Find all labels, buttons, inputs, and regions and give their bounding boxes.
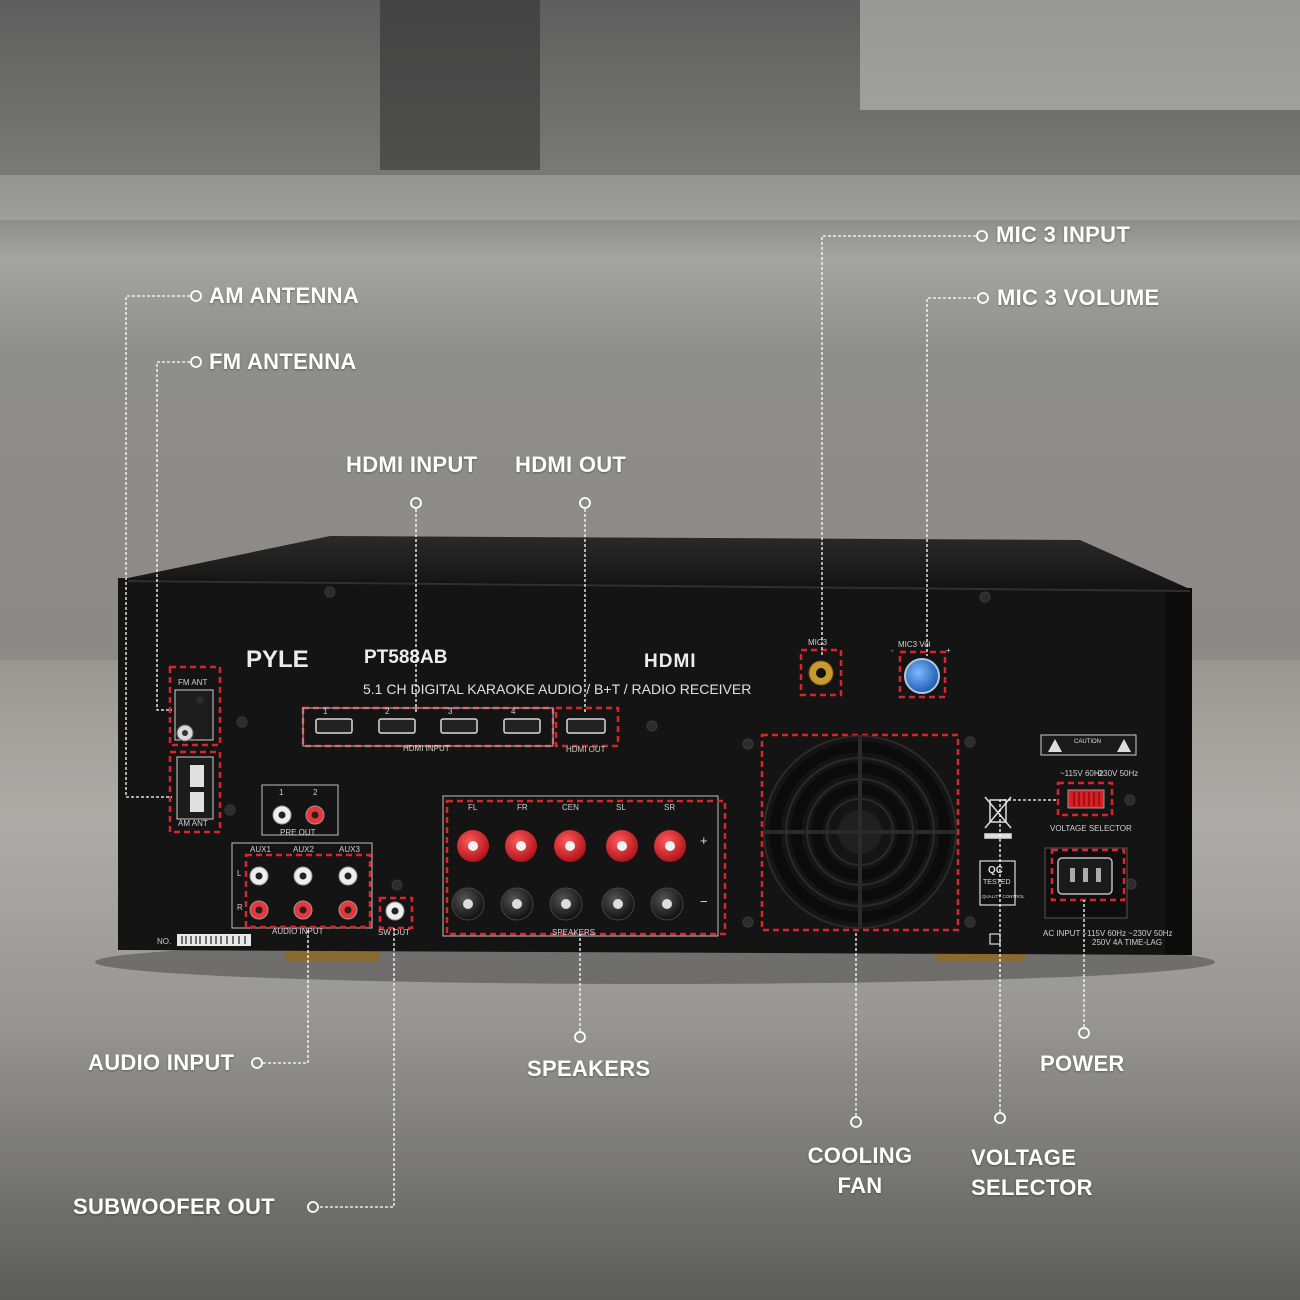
svg-text:QC: QC — [988, 865, 1003, 876]
svg-text:AUX3: AUX3 — [339, 845, 360, 854]
svg-text:+: + — [700, 833, 708, 848]
hdmi-out-port[interactable] — [566, 718, 606, 734]
serial-barcode — [177, 934, 251, 946]
hdmi-input-port-4[interactable] — [503, 718, 541, 734]
svg-text:CEN: CEN — [562, 803, 579, 812]
callout-lines — [125, 235, 1085, 1208]
voltage-selector-label: VOLTAGE SELECTOR — [1050, 824, 1132, 833]
callout-audio-input: AUDIO INPUT — [88, 1050, 235, 1075]
svg-text:TESTED: TESTED — [983, 879, 1011, 886]
mic3-vol-label: MIC3 Vol — [898, 640, 931, 649]
callout-speakers: SPEAKERS — [527, 1056, 651, 1081]
svg-text:SL: SL — [616, 803, 626, 812]
hdmi-input-label: HDMI INPUT — [403, 744, 450, 753]
callout-cooling-fan-line1: COOLING — [807, 1143, 913, 1168]
svg-text:SR: SR — [664, 803, 675, 812]
background-shelf — [0, 175, 1300, 220]
callout-hdmi-input: HDMI INPUT — [346, 452, 478, 477]
qc-sticker: QC TESTED QUALITY CONTROL — [979, 860, 1025, 906]
power-block: AC INPUT ~115V 60Hz ~230V 50Hz 250V 4A T… — [1043, 847, 1173, 947]
background-dark-object — [380, 0, 540, 170]
hdmi-input-port-2[interactable] — [378, 718, 416, 734]
svg-text:−: − — [700, 894, 708, 909]
svg-text:FR: FR — [517, 803, 528, 812]
svg-text:-: - — [891, 646, 894, 655]
hdmi-input-port-1[interactable] — [315, 718, 353, 734]
speakers-block: FL FR CEN SL SR + − SPEAKERS — [442, 795, 727, 937]
hdmi-input-block: 1 2 3 4 HDMI INPUT — [301, 706, 555, 753]
hdmi-input-port-3[interactable] — [440, 718, 478, 734]
svg-text:R: R — [237, 903, 243, 912]
chassis-side-edge — [1165, 588, 1192, 955]
hdmi-out-label: HDMI OUT — [566, 745, 606, 754]
caution-label — [1040, 734, 1137, 756]
serial-label: NO. — [157, 937, 171, 946]
voltage-selector-block: ~115V 60Hz ~230V 50Hz VOLTAGE SELECTOR — [1050, 769, 1138, 833]
speakers-label: SPEAKERS — [552, 928, 595, 937]
hdmi-logo: HDMI — [644, 651, 697, 672]
hdmi-out-block: HDMI OUT — [554, 706, 620, 754]
svg-text:AUX2: AUX2 — [293, 845, 314, 854]
callout-fm-antenna: FM ANTENNA — [209, 349, 357, 374]
svg-text:FL: FL — [468, 803, 478, 812]
svg-text:L: L — [237, 869, 242, 878]
svg-text:CAUTION: CAUTION — [1074, 739, 1101, 745]
callout-am-antenna: AM ANTENNA — [209, 283, 360, 308]
callout-dots — [190, 230, 1090, 1213]
callout-mic3-input: MIC 3 INPUT — [996, 222, 1131, 247]
model-number: PT588AB — [364, 647, 447, 668]
sw-out-label: SW OUT — [378, 928, 410, 937]
mic3-volume-knob[interactable] — [904, 658, 940, 694]
mic3-label: MIC3 — [808, 638, 828, 647]
svg-text:AUX1: AUX1 — [250, 845, 271, 854]
svg-text:3: 3 — [448, 707, 453, 716]
callout-mic3-volume: MIC 3 VOLUME — [997, 285, 1160, 310]
mic3-volume-block: MIC3 Vol - + — [891, 640, 951, 699]
svg-text:1: 1 — [323, 707, 328, 716]
mic3-block: MIC3 — [799, 638, 843, 697]
callout-hdmi-out: HDMI OUT — [515, 452, 627, 477]
fuse-label: 250V 4A TIME-LAG — [1092, 938, 1162, 947]
screws — [224, 586, 1137, 928]
ac-input-label: AC INPUT ~115V 60Hz ~230V 50Hz — [1043, 929, 1173, 938]
callout-subwoofer-out: SUBWOOFER OUT — [73, 1194, 275, 1219]
callout-power: POWER — [1040, 1051, 1125, 1076]
svg-text:QUALITY CONTROL: QUALITY CONTROL — [982, 894, 1025, 899]
fm-ant-label: FM ANT — [178, 678, 207, 687]
audio-input-block: AUX1 AUX2 AUX3 L R AUDIO INPUT — [231, 842, 373, 936]
callout-cooling-fan-line2: FAN — [837, 1173, 883, 1198]
background-window — [860, 0, 1300, 110]
voltage-selector-switch[interactable] — [1067, 789, 1105, 809]
callout-voltage-selector: VOLTAGE SELECTOR — [971, 1143, 1093, 1203]
am-ant-label: AM ANT — [178, 819, 208, 828]
foot-left — [285, 948, 380, 962]
callout-cooling-fan: COOLING FAN — [800, 1141, 920, 1201]
pre-out-block: 1 2 PRE OUT — [261, 784, 339, 837]
svg-text:1: 1 — [279, 788, 284, 797]
am-antenna-terminal[interactable] — [190, 765, 204, 787]
cooling-fan-block — [760, 733, 960, 932]
brand-logo: PYLE — [246, 646, 309, 673]
weee-icon — [984, 796, 1012, 839]
audio-input-label: AUDIO INPUT — [272, 927, 324, 936]
callout-voltage-selector-line1: VOLTAGE — [971, 1145, 1077, 1170]
callout-voltage-selector-line2: SELECTOR — [971, 1175, 1093, 1200]
svg-text:4: 4 — [511, 707, 516, 716]
svg-text:2: 2 — [385, 707, 390, 716]
sw-out-block: SW OUT — [378, 896, 414, 937]
model-description: 5.1 CH DIGITAL KARAOKE AUDIO / B+T / RAD… — [363, 681, 751, 697]
svg-text:~115V 60Hz: ~115V 60Hz — [1060, 769, 1104, 778]
antenna-block: FM ANT AM ANT — [168, 665, 222, 834]
pre-out-label: PRE OUT — [280, 828, 316, 837]
svg-text:+: + — [946, 646, 951, 655]
svg-text:~230V 50Hz: ~230V 50Hz — [1094, 769, 1138, 778]
svg-text:2: 2 — [313, 788, 318, 797]
